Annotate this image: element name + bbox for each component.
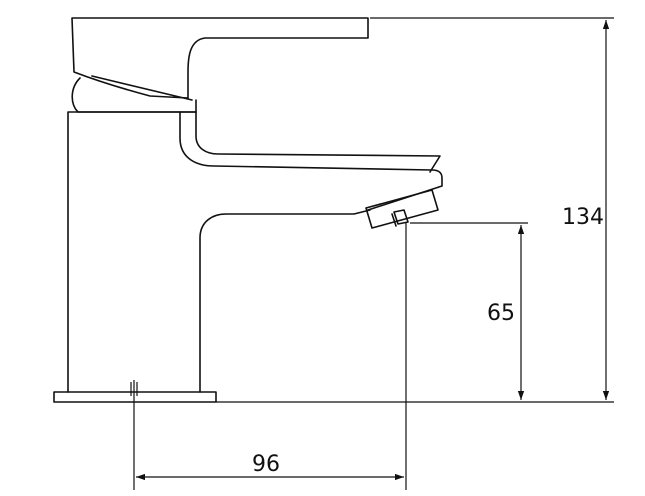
faucet-body	[67, 111, 197, 393]
base-plate	[53, 391, 217, 403]
spout-inner	[195, 111, 441, 173]
spout-reach-label: 96	[252, 452, 280, 477]
spout-height-label: 65	[487, 301, 515, 326]
faucet-outline	[53, 17, 443, 403]
dimension-lines	[136, 17, 614, 490]
overall-height-label: 134	[562, 205, 604, 230]
spout-lower	[199, 209, 371, 393]
handle-lever	[71, 17, 369, 99]
handle-detail-line	[91, 75, 193, 101]
aerator	[365, 189, 439, 229]
spout-upper	[179, 111, 443, 211]
handle-hub	[71, 77, 197, 113]
